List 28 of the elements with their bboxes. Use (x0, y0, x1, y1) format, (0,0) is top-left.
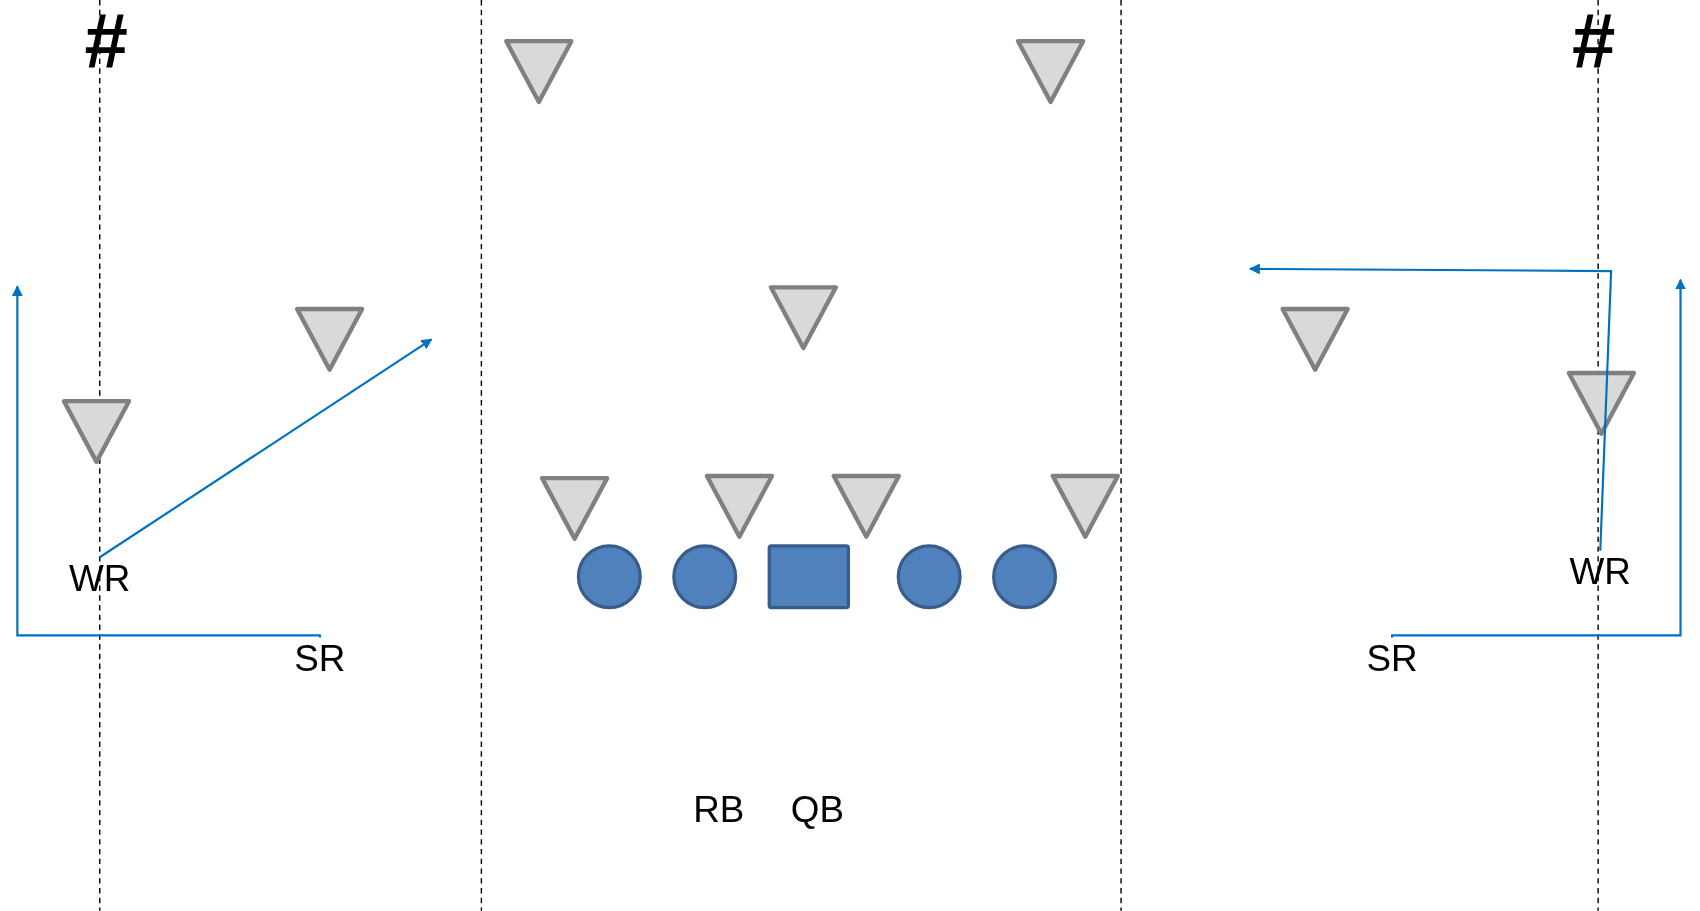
lineman-circle (992, 544, 1058, 610)
defender-triangle (1280, 306, 1350, 372)
position-label: SR (292, 637, 347, 675)
route-arrow (99, 338, 433, 559)
lineman-circle (576, 544, 642, 610)
defender-triangle (831, 473, 901, 539)
defender-triangle (768, 285, 839, 351)
hash-mark: # (83, 0, 129, 83)
center-square (767, 544, 850, 610)
route-arrow (1249, 263, 1613, 551)
lineman-circle (672, 544, 738, 610)
position-label: QB (789, 788, 846, 830)
defender-triangle (1566, 370, 1637, 436)
position-label: SR (1365, 637, 1420, 675)
lineman-circle (896, 544, 962, 610)
position-label: WR (1565, 550, 1635, 592)
defender-triangle (504, 39, 574, 105)
route-arrow (1391, 278, 1686, 639)
hash-mark: # (1571, 0, 1617, 83)
defender-triangle (704, 473, 775, 539)
defender-triangle (61, 399, 132, 465)
defender-triangle (539, 475, 610, 541)
defender-triangle (294, 306, 365, 372)
defender-triangle (1015, 39, 1086, 105)
route-arrow (11, 285, 321, 639)
position-label: WR (65, 557, 135, 599)
position-label: RB (692, 788, 746, 830)
defender-triangle (1050, 473, 1120, 539)
